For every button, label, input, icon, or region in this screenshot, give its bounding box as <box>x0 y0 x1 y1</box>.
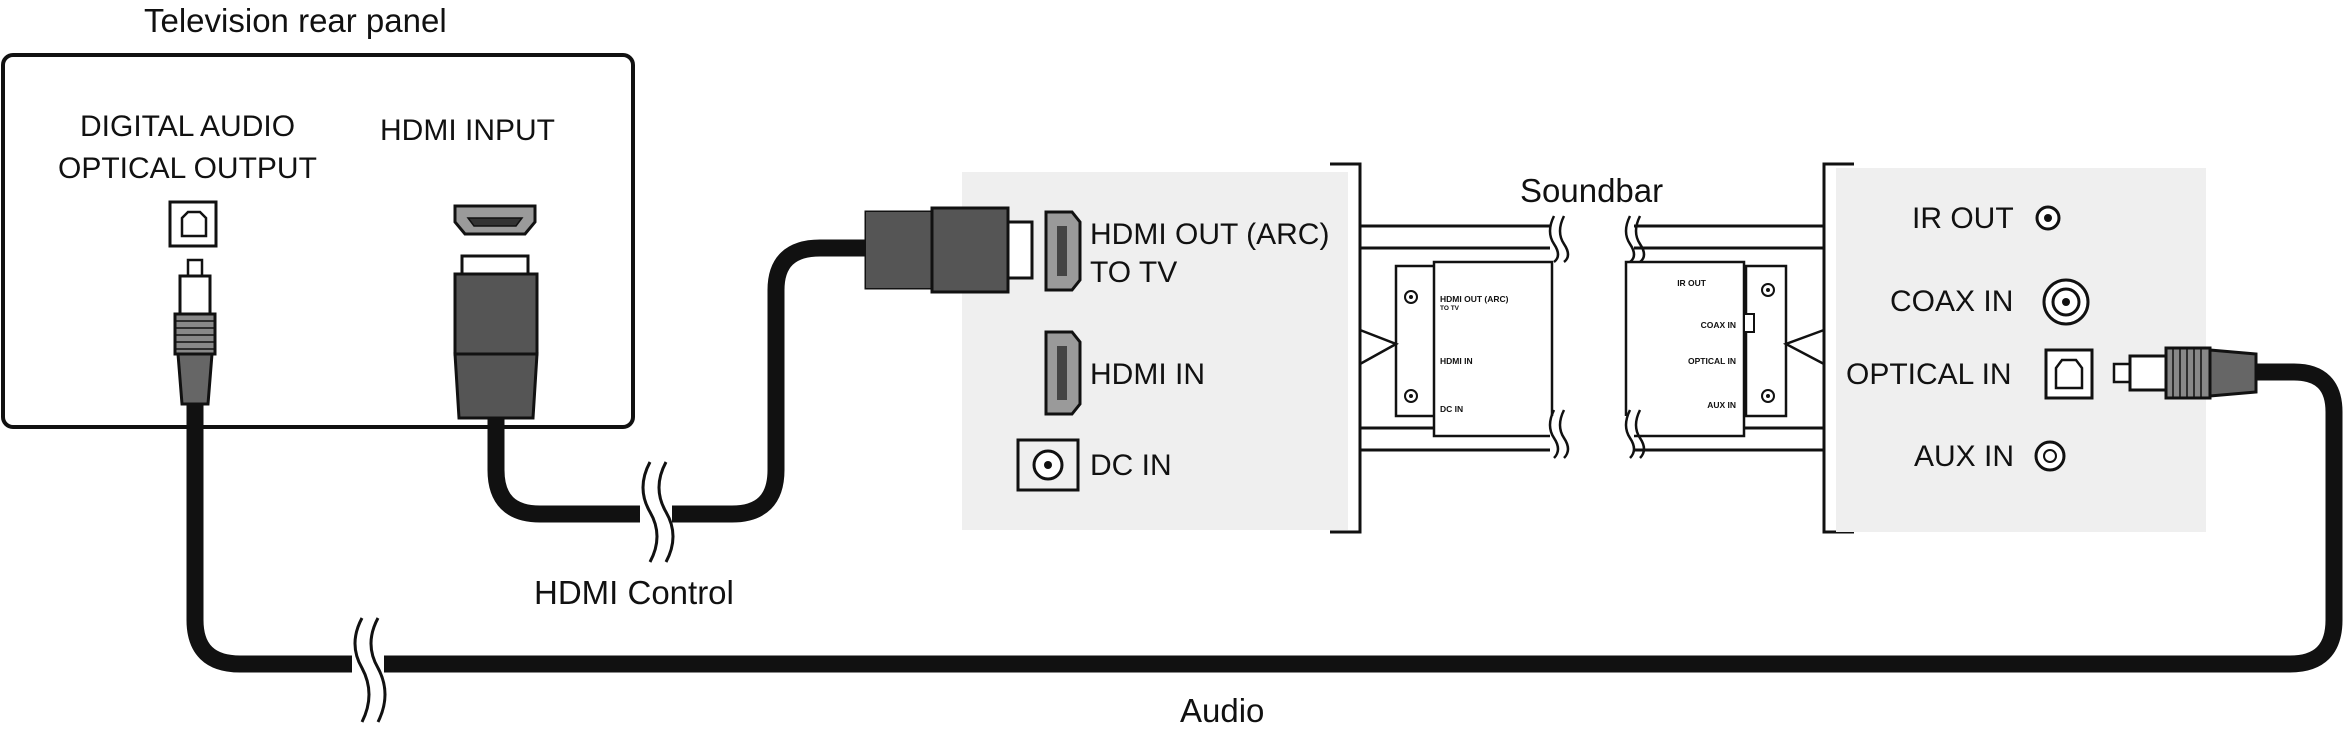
soundbar-hdmi-out-label-line1: HDMI OUT (ARC) <box>1090 218 1329 251</box>
soundbar-hdmi-in-port-icon <box>1044 330 1082 416</box>
tv-optical-plug-icon <box>173 258 217 406</box>
soundbar-dc-in-port-icon <box>1016 438 1080 492</box>
mini-dc-in-label: DC IN <box>1440 404 1463 414</box>
tv-hdmi-plug-icon <box>453 254 539 420</box>
mini-hdmi-out-label-line2: TO TV <box>1440 305 1460 312</box>
mini-coax-in-label: COAX IN <box>1701 320 1736 330</box>
soundbar-right-panel <box>1836 168 2206 532</box>
soundbar-body <box>1359 224 1825 452</box>
hdmi-cable <box>487 239 868 523</box>
audio-cable-break-icon <box>352 617 387 723</box>
soundbar-break-icon <box>1548 214 1646 460</box>
hdmi-cable-label: HDMI Control <box>534 574 734 611</box>
soundbar-hdmi-in-label: HDMI IN <box>1090 358 1205 391</box>
soundbar-aux-in-port-icon <box>2034 440 2066 472</box>
mini-ir-out-label: IR OUT <box>1677 278 1707 288</box>
soundbar-left-bracket <box>1330 162 1362 534</box>
soundbar-coax-in-label: COAX IN <box>1890 285 2013 318</box>
soundbar-coax-in-port-icon <box>2042 278 2090 326</box>
soundbar-optical-in-port-icon <box>2044 348 2094 400</box>
hdmi-cable-break-icon <box>640 461 675 563</box>
tv-panel-title: Television rear panel <box>144 2 447 39</box>
soundbar-optical-in-label: OPTICAL IN <box>1846 358 2012 391</box>
soundbar-aux-in-label: AUX IN <box>1914 440 2014 473</box>
tv-hdmi-port-icon <box>453 204 537 236</box>
mini-hdmi-out-label-line1: HDMI OUT (ARC) <box>1440 294 1509 304</box>
soundbar-optical-plug-icon <box>2112 346 2258 400</box>
soundbar-ir-out-label: IR OUT <box>1912 202 2014 235</box>
audio-cable <box>186 363 2343 673</box>
tv-hdmi-label: HDMI INPUT <box>380 114 555 147</box>
soundbar-title: Soundbar <box>1520 172 1663 209</box>
tv-optical-label-line2: OPTICAL OUTPUT <box>58 152 317 185</box>
soundbar-dc-in-label: DC IN <box>1090 449 1172 482</box>
mini-hdmi-in-label: HDMI IN <box>1440 356 1473 366</box>
tv-optical-label-line1: DIGITAL AUDIO <box>80 110 295 143</box>
mini-aux-in-label: AUX IN <box>1707 400 1736 410</box>
soundbar-hdmi-out-port-icon <box>1044 210 1082 292</box>
soundbar-hdmi-out-label-line2: TO TV <box>1090 256 1177 289</box>
audio-cable-label: Audio <box>1180 692 1264 729</box>
mini-optical-in-label: OPTICAL IN <box>1688 356 1736 366</box>
soundbar-hdmi-plug-icon <box>864 206 1034 294</box>
tv-optical-port-icon <box>168 200 218 248</box>
soundbar-ir-out-port-icon <box>2035 205 2061 231</box>
